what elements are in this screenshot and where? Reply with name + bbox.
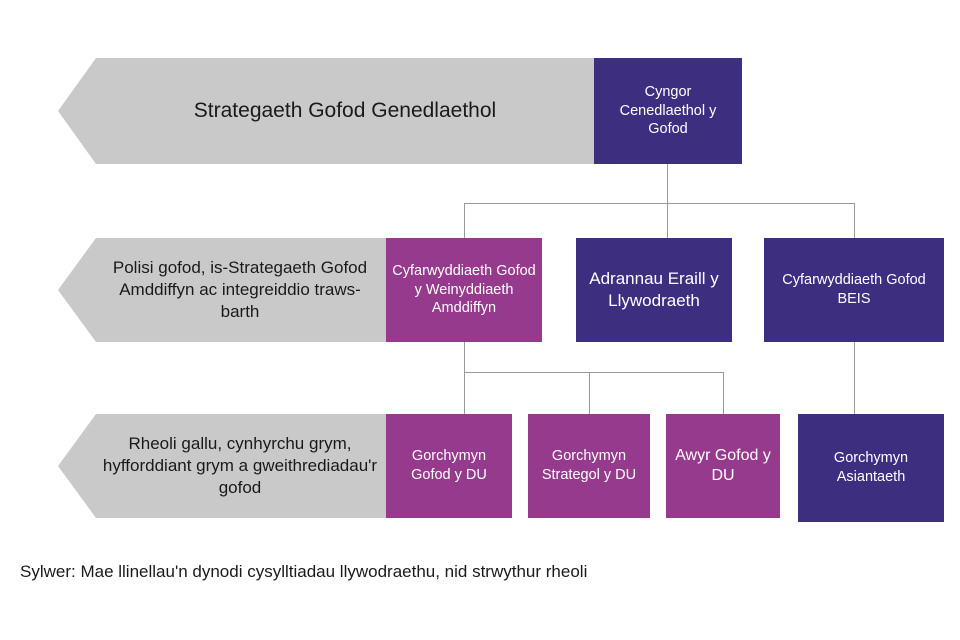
box-other-government-departments-label: Adrannau Eraill y Llywodraeth: [589, 269, 719, 310]
box-uk-space-command-label: Gorchymyn Gofod y DU: [411, 448, 487, 483]
connector-v-to-beis-space: [854, 203, 855, 241]
connector-v-to-uk-space-command: [464, 372, 465, 416]
box-other-government-departments: Adrannau Eraill y Llywodraeth: [576, 238, 732, 342]
box-uk-space-command: Gorchymyn Gofod y DU: [386, 414, 512, 518]
box-beis-space-directorate-label: Cyfarwyddiaeth Gofod BEIS: [782, 272, 926, 307]
box-beis-space-directorate: Cyfarwyddiaeth Gofod BEIS: [764, 238, 944, 342]
box-uk-air-space-command-label: Awyr Gofod y DU: [675, 446, 771, 484]
banner-row-1-label: Strategaeth Gofod Genedlaethol: [193, 99, 497, 123]
box-national-space-council-label: Cyngor Cenedlaethol y Gofod: [619, 84, 717, 138]
banner-row-2-label: Polisi gofod, is-Strategaeth Gofod Amddi…: [112, 257, 368, 322]
box-agency-command-label: Gorchymyn Asiantaeth: [833, 450, 909, 485]
box-agency-command: Gorchymyn Asiantaeth: [798, 414, 944, 522]
banner-row-3-label: Rheoli gallu, cynhyrchu grym, hyfforddia…: [102, 433, 378, 498]
box-national-space-council: Cyngor Cenedlaethol y Gofod: [594, 58, 742, 164]
connector-h-bus-row3: [464, 372, 724, 373]
banner-row-3: Rheoli gallu, cynhyrchu grym, hyfforddia…: [58, 414, 388, 518]
connector-v-to-air-space-command: [723, 372, 724, 416]
connector-h-bus-row2: [464, 203, 854, 204]
banner-row-1: Strategaeth Gofod Genedlaethol: [58, 58, 598, 164]
box-uk-strategic-command-label: Gorchymyn Strategol y DU: [541, 448, 637, 483]
connector-v-council-down: [667, 164, 668, 241]
connector-v-to-strategic-command: [589, 372, 590, 416]
box-mod-space-directorate-label: Cyfarwyddiaeth Gofod y Weinyddiaeth Amdd…: [392, 263, 536, 317]
connector-v-mod-space-down: [464, 342, 465, 372]
connector-v-to-mod-space: [464, 203, 465, 241]
box-uk-air-space-command: Awyr Gofod y DU: [666, 414, 780, 518]
box-mod-space-directorate: Cyfarwyddiaeth Gofod y Weinyddiaeth Amdd…: [386, 238, 542, 342]
footnote: Sylwer: Mae llinellau'n dynodi cysylltia…: [20, 562, 588, 581]
connector-v-beis-to-agency: [854, 342, 855, 416]
box-uk-strategic-command: Gorchymyn Strategol y DU: [528, 414, 650, 518]
banner-row-2: Polisi gofod, is-Strategaeth Gofod Amddi…: [58, 238, 388, 342]
